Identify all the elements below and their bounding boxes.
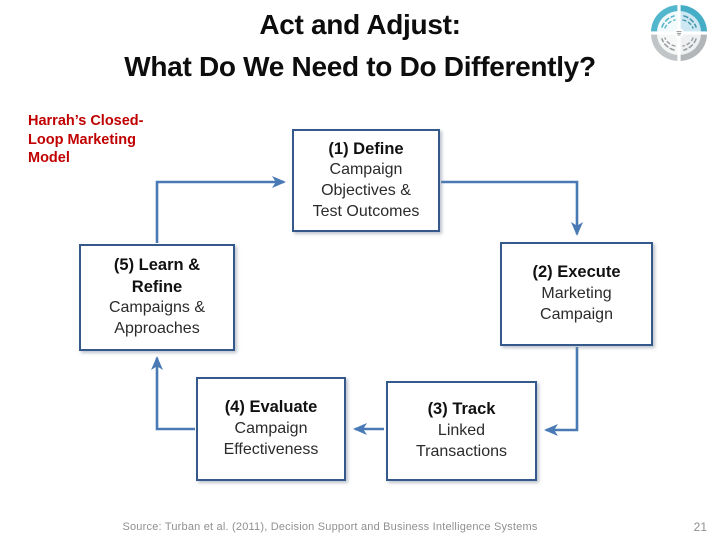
arrow-5-to-1 xyxy=(155,176,286,243)
box-2-step-label: (2) Execute xyxy=(532,263,621,282)
box-2-step-text: Marketing Campaign xyxy=(540,284,613,323)
box-3-step-label: (3) Track xyxy=(427,400,496,419)
diagram-box-5-learn-refine: (5) Learn & Refine Campaigns & Approache… xyxy=(79,244,235,351)
source-citation: Source: Turban et al. (2011), Decision S… xyxy=(122,521,538,533)
box-4-step-text: Campaign Effectiveness xyxy=(223,419,319,458)
diagram-box-4-evaluate: (4) Evaluate Campaign Effectiveness xyxy=(196,377,346,481)
slide-title-line2: What Do We Need to Do Differently? xyxy=(124,51,596,82)
arrow-1-to-2 xyxy=(441,180,583,236)
arrow-4-to-5 xyxy=(151,356,195,431)
side-label-harrahs-model: Harrah’s Closed- Loop Marketing Model xyxy=(28,113,144,167)
box-1-step-text: Campaign Objectives & Test Outcomes xyxy=(312,161,420,220)
box-3-step-text: Linked Transactions xyxy=(416,421,507,460)
box-4-step-label: (4) Evaluate xyxy=(224,398,318,417)
slide-title: Act and Adjust: What Do We Need to Do Dif… xyxy=(0,4,720,88)
page-number: 21 xyxy=(693,520,707,534)
arrow-2-to-3 xyxy=(544,347,579,436)
circular-quadrant-logo-icon xyxy=(650,4,708,64)
diagram-box-1-define: (1) Define Campaign Objectives & Test Ou… xyxy=(292,129,440,232)
box-5-step-label: (5) Learn & Refine xyxy=(113,256,201,296)
box-1-step-label: (1) Define xyxy=(328,139,404,158)
diagram-box-3-track: (3) Track Linked Transactions xyxy=(386,381,537,481)
slide-title-line1: Act and Adjust: xyxy=(259,9,461,40)
diagram-box-2-execute: (2) Execute Marketing Campaign xyxy=(500,242,653,346)
box-5-step-text: Campaigns & Approaches xyxy=(108,299,206,337)
